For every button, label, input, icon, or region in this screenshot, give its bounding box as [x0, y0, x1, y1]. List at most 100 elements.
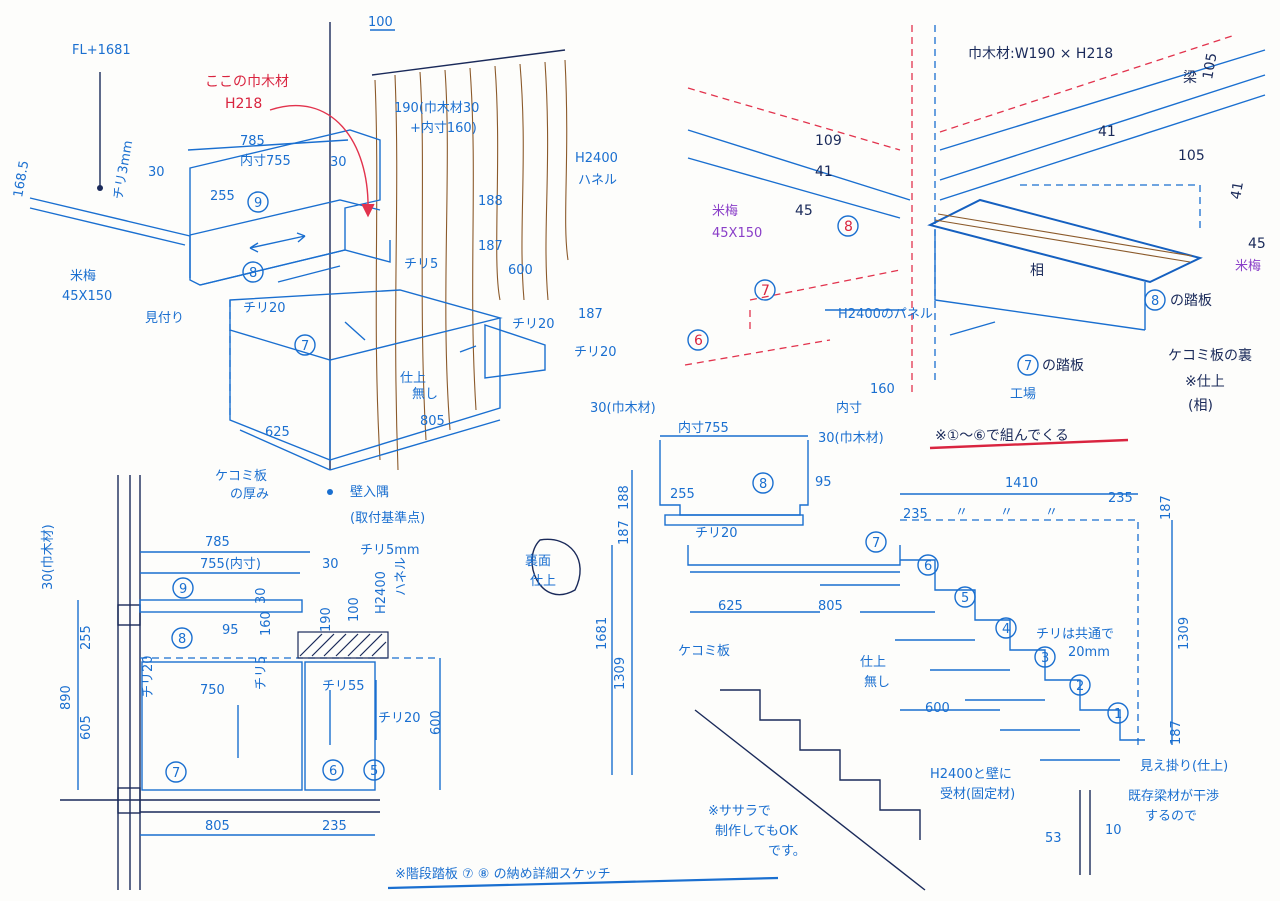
- dim-235-label: 235: [322, 819, 347, 834]
- shiage-note: ※仕上: [1185, 374, 1225, 390]
- shiage-label: 仕上: [400, 371, 426, 386]
- dim-41-label: 41: [1098, 124, 1116, 140]
- chiri-5mm-label: チリ5mm: [360, 543, 420, 558]
- habaki-label: 30(巾木材): [41, 524, 56, 590]
- dim-235a-label: 235: [903, 507, 928, 522]
- panel-line: [494, 65, 501, 301]
- ditto-mark: 〃: [1045, 505, 1058, 520]
- tread-number-circle: [363, 759, 385, 781]
- tread-number: 6: [924, 559, 932, 574]
- dim-105-label: 105: [1200, 52, 1220, 81]
- dim-30-label: 30: [148, 165, 165, 180]
- sasara-line: [694, 709, 926, 891]
- dim-105b-label: 105: [1178, 148, 1205, 164]
- naisun-label: 755(内寸): [200, 556, 261, 572]
- tread-7-side: [229, 330, 331, 462]
- dim-45-label: 45: [795, 203, 813, 219]
- tread-number: 4: [1002, 622, 1010, 637]
- tread-number: 8: [249, 266, 257, 281]
- elevation-view: 30(巾木材) 内寸755 160 内寸 30(巾木材) 95 188 187 …: [387, 382, 1228, 891]
- beam-line: [687, 157, 901, 219]
- arrow-icon: [249, 232, 306, 253]
- dim-1681-label: 1681: [595, 617, 610, 650]
- fl-point: [97, 185, 103, 191]
- dim-160-label: 160: [870, 382, 895, 397]
- iso-view: FL+1681 168.5 チリ3mm 30 785 内寸755 30 100 …: [11, 15, 618, 526]
- tread-lines: [820, 584, 1120, 761]
- tread-number: 7: [872, 536, 880, 551]
- beam-right-label: 米梅: [1235, 259, 1261, 274]
- note-190-label: 190(巾木材30: [394, 101, 479, 116]
- tread-6-plan: [304, 661, 376, 791]
- label-8-tread: の踏板: [1170, 293, 1212, 309]
- red-arrowhead-icon: [361, 203, 375, 218]
- tread-number: 7: [301, 339, 309, 354]
- naisun-label: 内寸: [836, 400, 862, 416]
- habaki-30-label: 30(巾木材): [590, 401, 656, 416]
- tread-number: 9: [179, 582, 187, 597]
- dim-187-label: 187: [617, 520, 632, 545]
- tread-number: 7: [761, 283, 770, 299]
- mietsuri-label: 見え掛り(仕上): [1140, 759, 1228, 774]
- panel-label: ハネル: [394, 557, 409, 596]
- dim-1410-label: 1410: [1005, 476, 1038, 491]
- arrow-icon: [949, 321, 996, 336]
- kemomi-label-1: ケコミ板: [215, 469, 267, 484]
- tread-number-circle: [954, 586, 976, 608]
- dim-1309-label: 1309: [613, 657, 628, 690]
- arrow-icon: [344, 321, 366, 341]
- dim-187rb-label: 187: [1169, 720, 1184, 745]
- dim-160-label: 160: [259, 611, 274, 636]
- tread-number-circle: [917, 554, 939, 576]
- dim-805-label: 805: [818, 599, 843, 614]
- dim-255-label: 255: [670, 487, 695, 502]
- dim-805-line: [329, 419, 501, 471]
- panel-line: [444, 69, 451, 431]
- chiri-20-label: チリ20: [243, 301, 286, 316]
- ai-label: 相: [1030, 263, 1044, 279]
- kouba-label: 工場: [1010, 387, 1036, 402]
- tread-number-circle: [247, 191, 269, 213]
- hidden-line: [900, 519, 1139, 745]
- dim-188-label: 188: [617, 485, 632, 510]
- dim-109-label: 109: [815, 133, 842, 149]
- chiri-3mm-label: チリ3mm: [111, 139, 136, 200]
- dim-785-label: 785: [205, 535, 230, 550]
- sasara-note-3: です。: [768, 844, 806, 859]
- habaki-note: 巾木材:W190 × H218: [968, 46, 1113, 62]
- red-underline: [929, 438, 1129, 450]
- beam-size-label: 45X150: [712, 226, 762, 241]
- red-arrow-icon: [269, 104, 369, 213]
- chiri-20-label: チリ20: [141, 655, 156, 698]
- label-7-tread: の踏板: [1042, 358, 1084, 374]
- dim-235b-label: 235: [1108, 491, 1133, 506]
- dim-188-label: 188: [478, 194, 503, 209]
- shiage-label: 仕上: [860, 655, 886, 670]
- dim-805-label: 805: [205, 819, 230, 834]
- tread-7-front: [329, 318, 501, 461]
- red-beam-line: [939, 34, 1236, 133]
- dim-187b-label: 187: [578, 307, 603, 322]
- arrow-icon: [277, 265, 341, 283]
- wall-hatch: [299, 633, 387, 657]
- dim-30-label: 30: [322, 557, 339, 572]
- dim-41b-label: 41: [815, 164, 833, 180]
- dim-190-label: 190: [319, 607, 334, 632]
- panel-top: [371, 49, 566, 76]
- tread-number: 5: [370, 764, 378, 779]
- dim-785-line: [187, 139, 349, 151]
- naisun-755-label: 内寸755: [240, 153, 291, 169]
- tread-number-circle: [242, 261, 264, 283]
- tread-8-front: [199, 240, 391, 286]
- tread-number-circle: [322, 759, 344, 781]
- section-view: 巾木材:W190 × H218 105 梁 41 105 109 41 45 米…: [684, 25, 1266, 450]
- post-box: [117, 604, 141, 626]
- kemomi-label: ケコミ板: [678, 644, 730, 659]
- beam-line: [939, 94, 1266, 201]
- dim-100-label: 100: [368, 15, 393, 30]
- tread-number-circle: [172, 577, 194, 599]
- chiri-20-label: チリ20: [695, 526, 738, 541]
- beam-line-lower: [29, 207, 186, 246]
- chiri-5-label: チリ5: [404, 257, 438, 272]
- title-underline: [387, 876, 779, 890]
